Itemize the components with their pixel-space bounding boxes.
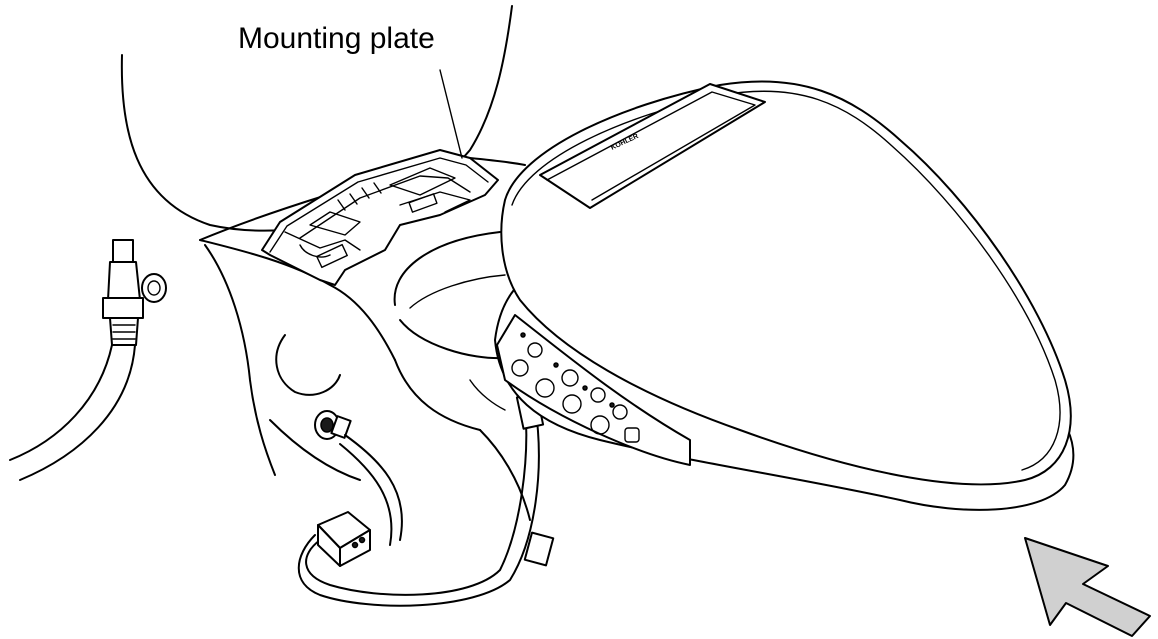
arrow-shape <box>1024 537 1151 637</box>
supply-valve <box>102 239 167 346</box>
power-connector <box>317 511 371 567</box>
mounting-plate-label: Mounting plate <box>238 22 435 55</box>
control-panel-buttons <box>511 332 640 443</box>
supply-hose <box>9 344 136 481</box>
mounting-plate-leader <box>439 69 463 159</box>
mounting-plate <box>261 149 499 286</box>
bidet-seat: KOHLER <box>494 80 1075 511</box>
direction-arrow <box>1024 537 1151 637</box>
toilet-bowl <box>199 157 531 521</box>
inlet-fitting <box>314 410 403 546</box>
seat-hose <box>297 392 555 607</box>
